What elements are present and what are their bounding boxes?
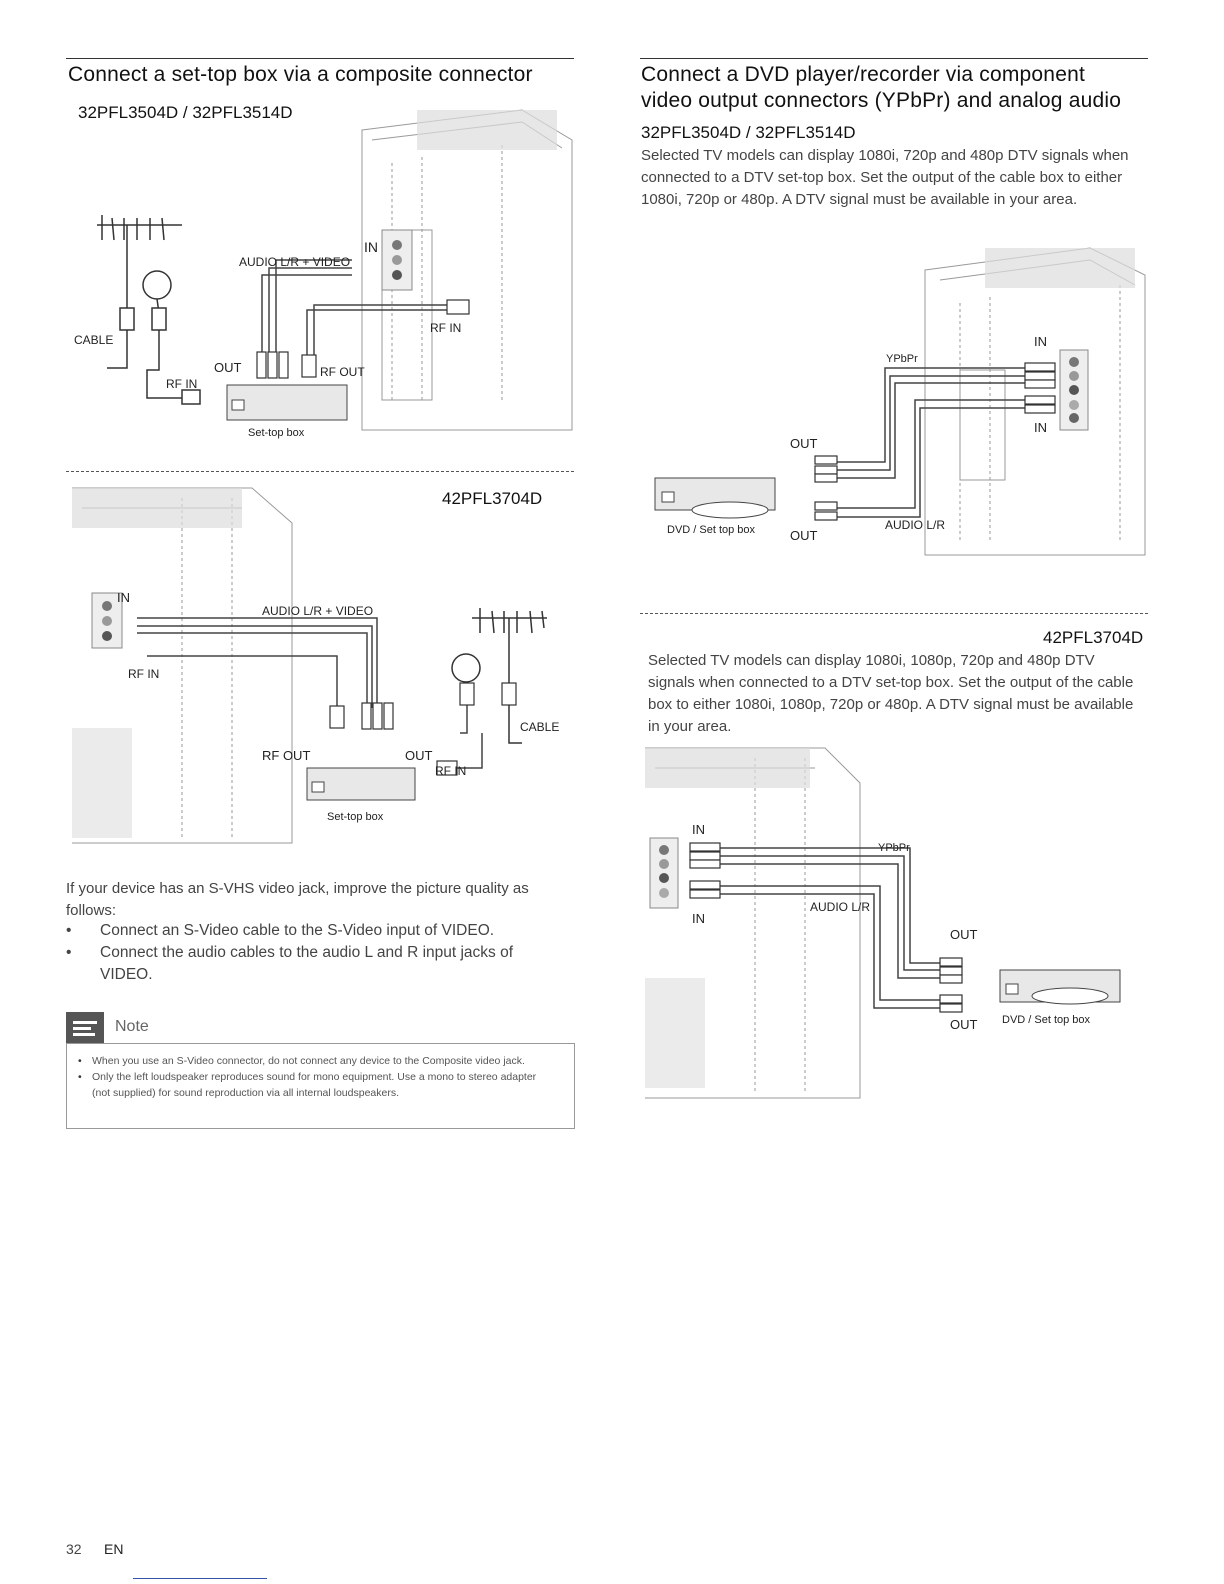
label-out-top-42: OUT — [950, 927, 978, 942]
footer-underline — [133, 1578, 267, 1579]
label-in-bottom-42: IN — [692, 911, 705, 926]
label-out-42: OUT — [405, 748, 433, 763]
label-audio: AUDIO L/R — [885, 518, 945, 532]
model-label-32: 32PFL3504D / 32PFL3514D — [78, 103, 293, 122]
diagram-dvd-component-32: YPbPr IN IN OUT AUDIO L/R OUT DVD / Set … — [654, 247, 1146, 556]
label-in-42: IN — [117, 590, 130, 605]
label-audio-video: AUDIO L/R + VIDEO — [239, 255, 350, 269]
label-audio-42: AUDIO L/R — [810, 900, 870, 914]
label-out-top: OUT — [790, 436, 818, 451]
divider-dashed-right — [640, 613, 1148, 614]
note-icon — [66, 1012, 104, 1044]
label-rf-out-42: RF OUT — [262, 748, 310, 763]
label-settop-42: Set-top box — [327, 811, 384, 823]
note-list: When you use an S-Video connector, do no… — [76, 1053, 556, 1101]
language-code: EN — [104, 1541, 124, 1557]
model-label-42-left: 42PFL3704D — [442, 489, 543, 508]
label-in-top: IN — [1034, 334, 1047, 349]
section-heading-component: Connect a DVD player/recorder via compon… — [641, 63, 1122, 113]
label-rf-in-box-42: RF IN — [435, 764, 466, 778]
svhs-step: Connect the audio cables to the audio L … — [66, 942, 536, 986]
label-dvd: DVD / Set top box — [667, 524, 756, 536]
top-rule-right — [640, 58, 1148, 59]
note-title: Note — [115, 1018, 149, 1035]
label-rf-in-box: RF IN — [166, 377, 197, 391]
label-cable: CABLE — [74, 333, 113, 347]
note-box — [66, 1043, 575, 1129]
note-item: When you use an S-Video connector, do no… — [76, 1053, 556, 1069]
model-label-42-right: 42PFL3704D — [1043, 628, 1144, 647]
label-in-bottom: IN — [1034, 420, 1047, 435]
section2-text: Selected TV models can display 1080i, 10… — [648, 652, 1134, 735]
top-rule-left — [66, 58, 574, 59]
section-heading-composite: Connect a set-top box via a composite co… — [68, 63, 533, 86]
label-dvd-42: DVD / Set top box — [1002, 1014, 1091, 1026]
label-rf-out: RF OUT — [320, 365, 365, 379]
label-settop: Set-top box — [248, 427, 305, 439]
section1-text: Selected TV models can display 1080i, 72… — [641, 147, 1129, 208]
svhs-steps: Connect an S-Video cable to the S-Video … — [66, 920, 536, 986]
divider-dashed-left — [66, 471, 574, 472]
label-audio-video-42: AUDIO L/R + VIDEO — [262, 604, 373, 618]
model-label-32-right: 32PFL3504D / 32PFL3514D — [641, 123, 856, 142]
diagram-dvd-component-42: IN YPbPr AUDIO L/R IN OUT OUT DVD / Set … — [645, 747, 1121, 1099]
note-item: Only the left loudspeaker reproduces sou… — [76, 1069, 556, 1101]
label-in-top-42: IN — [692, 822, 705, 837]
svhs-step: Connect an S-Video cable to the S-Video … — [66, 920, 536, 942]
label-out-bottom: OUT — [790, 528, 818, 543]
label-out-bottom-42: OUT — [950, 1017, 978, 1032]
diagram-settop-composite-42: IN AUDIO L/R + VIDEO RF IN RF OUT OUT CA… — [72, 487, 559, 844]
label-rf-in-tv-42: RF IN — [128, 667, 159, 681]
label-rf-in-tv: RF IN — [430, 321, 461, 335]
label-ypbpr: YPbPr — [886, 353, 918, 365]
page-number: 32 — [66, 1541, 82, 1557]
label-ypbpr-42: YPbPr — [878, 842, 910, 854]
svhs-intro: If your device has an S-VHS video jack, … — [66, 880, 529, 919]
label-out: OUT — [214, 360, 242, 375]
label-in: IN — [364, 239, 378, 255]
diagram-settop-composite-32: IN AUDIO L/R + VIDEO CABLE OUT RF IN RF … — [74, 109, 573, 439]
label-cable-42: CABLE — [520, 720, 559, 734]
